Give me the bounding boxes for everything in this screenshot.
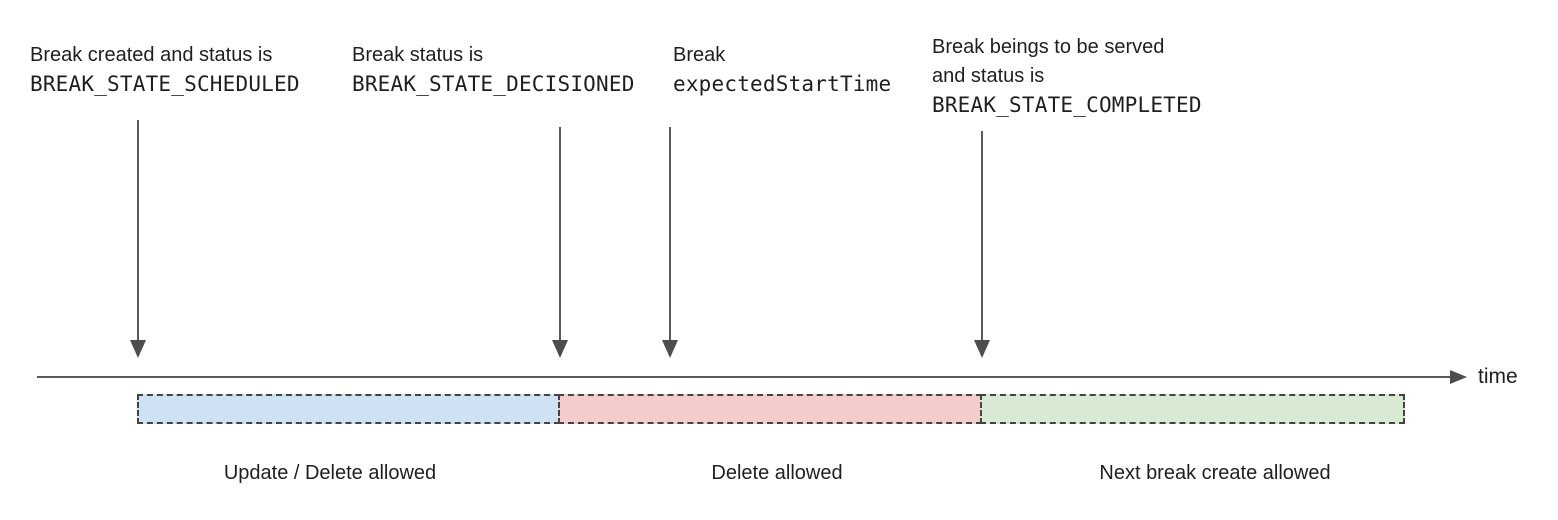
right-arrow-icon: [1450, 370, 1467, 384]
down-arrow-icon: [130, 120, 146, 358]
annotation-text: Break: [673, 44, 726, 66]
segment-label: Next break create allowed: [1099, 462, 1331, 484]
annotation-code: expectedStartTime: [673, 72, 892, 96]
segment-label: Update / Delete allowed: [223, 462, 437, 484]
down-arrow-icon: [974, 131, 990, 358]
segment-next-break-create-allowed: [980, 394, 1405, 424]
annotation-code: BREAK_STATE_DECISIONED: [352, 72, 635, 96]
annotation-text: Break status is: [352, 44, 484, 66]
annotation-break-completed: Break beings to be served and status is …: [932, 33, 1202, 121]
down-arrow-icon: [662, 127, 678, 358]
annotation-break-decisioned: Break status is BREAK_STATE_DECISIONED: [352, 41, 635, 100]
annotation-break-scheduled: Break created and status is BREAK_STATE_…: [30, 41, 300, 100]
segment-delete-allowed: [558, 394, 982, 424]
segment-update-delete-allowed: [137, 394, 560, 424]
annotation-expected-start-time: Break expectedStartTime: [673, 41, 891, 100]
annotation-code: BREAK_STATE_COMPLETED: [932, 93, 1202, 117]
segment-label: Delete allowed: [711, 462, 843, 484]
down-arrow-icon: [552, 127, 568, 358]
timeline-axis-label: time: [1478, 365, 1518, 388]
annotation-text: Break created and status is: [30, 44, 273, 66]
timeline-axis-line: [37, 376, 1450, 378]
annotation-code: BREAK_STATE_SCHEDULED: [30, 72, 300, 96]
annotation-text: and status is: [932, 65, 1045, 87]
annotation-text: Break beings to be served: [932, 36, 1165, 58]
